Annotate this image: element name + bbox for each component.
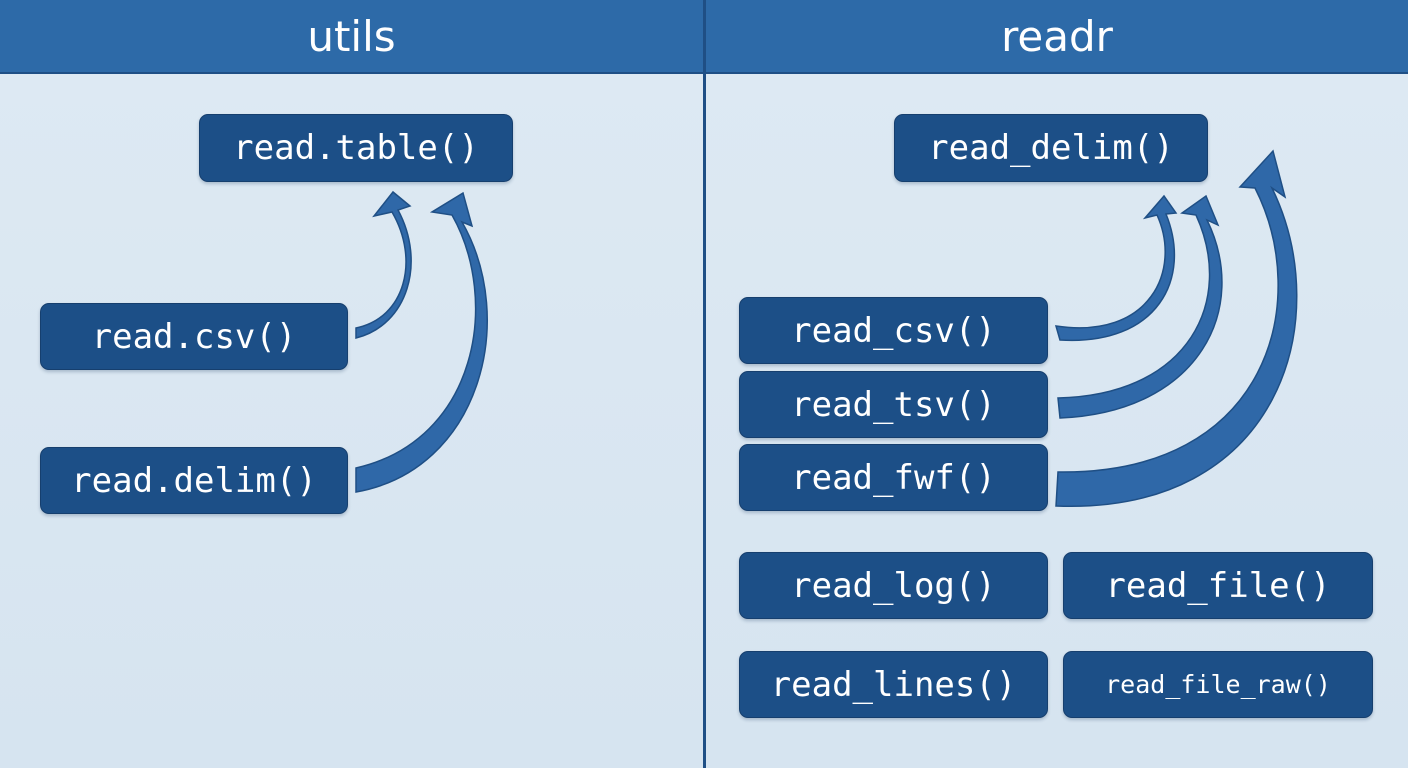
read-table-box: read.table() <box>199 114 513 182</box>
utils-header: utils <box>0 0 703 74</box>
readr-header: readr <box>706 0 1408 74</box>
read-delim-box: read.delim() <box>40 447 348 514</box>
read-file-box: read_file() <box>1063 552 1373 619</box>
read-csv-box: read_csv() <box>739 297 1048 364</box>
read-csv-box: read.csv() <box>40 303 348 370</box>
utils-panel <box>0 76 703 768</box>
read-delim-box: read_delim() <box>894 114 1208 182</box>
panel-divider <box>703 0 706 768</box>
read-lines-box: read_lines() <box>739 651 1048 718</box>
read-log-box: read_log() <box>739 552 1048 619</box>
read-tsv-box: read_tsv() <box>739 371 1048 438</box>
read-fwf-box: read_fwf() <box>739 444 1048 511</box>
read-file-raw-box: read_file_raw() <box>1063 651 1373 718</box>
